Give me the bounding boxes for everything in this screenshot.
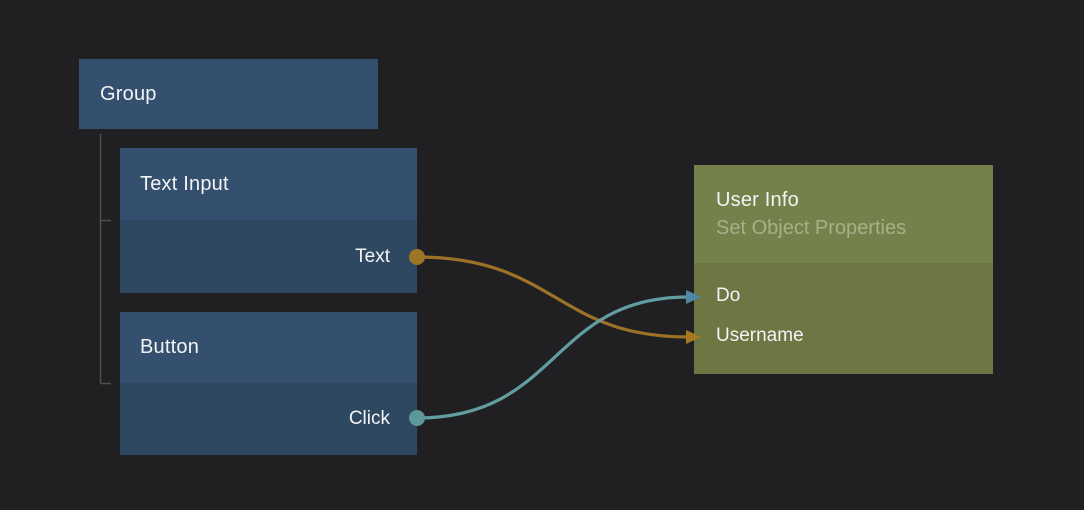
node-text-input-header[interactable]: Text Input	[120, 148, 417, 220]
node-group[interactable]: Group	[79, 59, 378, 129]
node-group-title: Group	[100, 82, 157, 105]
input-port-label-username: Username	[716, 325, 804, 346]
node-button-body: Click	[120, 383, 417, 455]
node-user-info-title: User Info	[716, 188, 799, 211]
node-user-info-body: Do Username	[694, 263, 993, 374]
group-hierarchy-tree-line	[99, 134, 111, 385]
output-port-label-text: Text	[355, 245, 390, 267]
node-button-header[interactable]: Button	[120, 312, 417, 383]
node-user-info-subtitle: Set Object Properties	[716, 216, 907, 239]
wire-click-to-do[interactable]	[415, 295, 690, 420]
node-user-info-header[interactable]: User Info Set Object Properties	[694, 165, 993, 263]
node-button[interactable]: Button Click	[120, 312, 417, 455]
node-text-input-title: Text Input	[140, 172, 229, 195]
input-port-row-do[interactable]: Do	[694, 276, 993, 316]
output-port-label-click: Click	[348, 408, 390, 429]
node-user-info[interactable]: User Info Set Object Properties Do Usern…	[694, 165, 993, 374]
input-port-row-username[interactable]: Username	[694, 316, 993, 356]
wire-text-to-username[interactable]	[415, 255, 690, 339]
node-text-input[interactable]: Text Input Text	[120, 148, 417, 293]
input-port-label-do: Do	[716, 285, 741, 306]
node-button-title: Button	[140, 336, 200, 358]
node-text-input-body: Text	[120, 220, 417, 293]
